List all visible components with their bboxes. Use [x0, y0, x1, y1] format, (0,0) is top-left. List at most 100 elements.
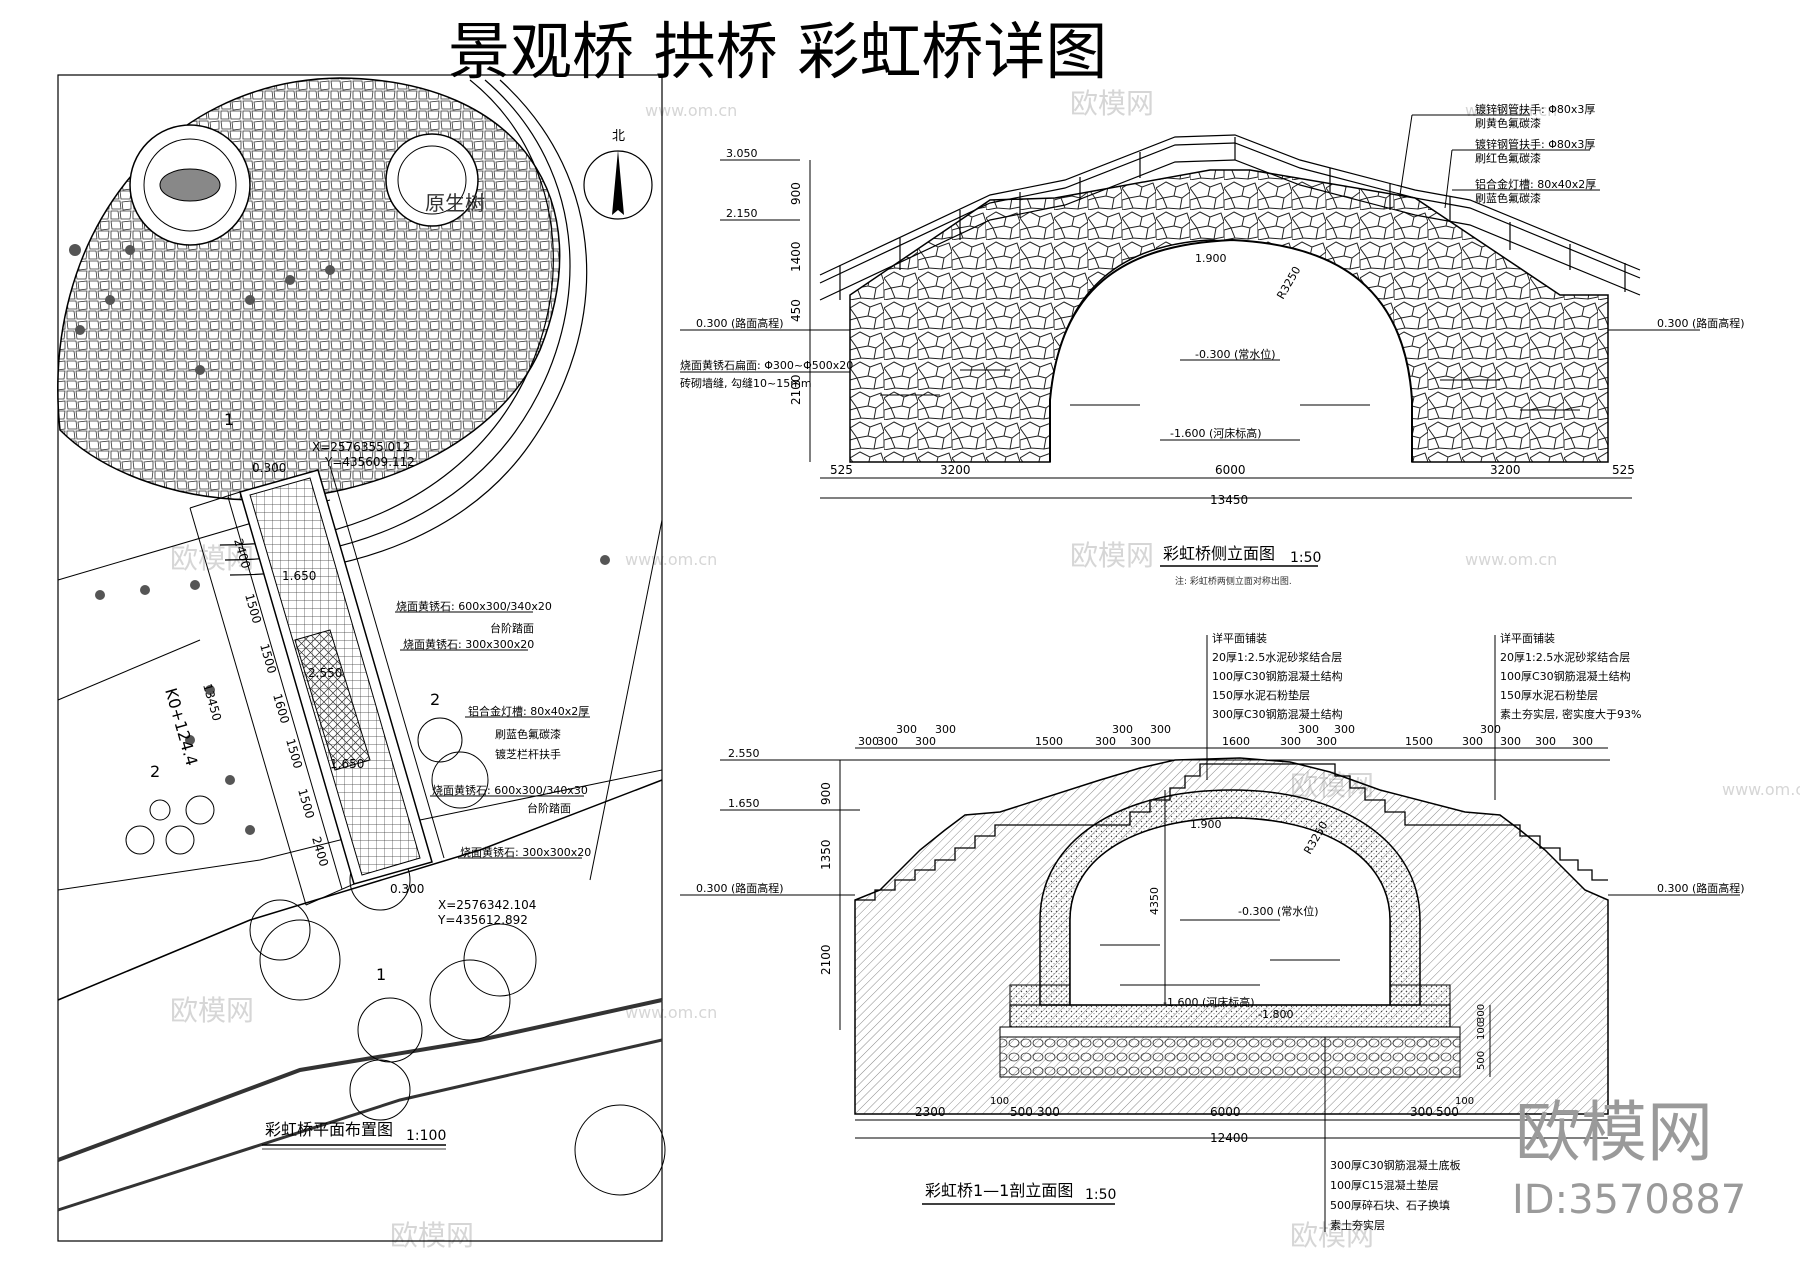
- drawing-label: 300: [896, 723, 917, 736]
- drawing-label: 500厚碎石块、石子换填: [1330, 1198, 1450, 1212]
- tree-label: 原生树: [425, 191, 485, 215]
- drawing-label: 4350: [1148, 887, 1161, 915]
- drawing-label: 刷蓝色氟碳漆: [495, 727, 561, 741]
- drawing-label: 1500: [1035, 735, 1063, 748]
- drawing-label: 素土夯实层: [1330, 1218, 1385, 1232]
- drawing-label: 刷蓝色氟碳漆: [1475, 191, 1541, 205]
- drawing-label: 砖砌墙缝, 勾缝10~15mm: [680, 376, 812, 390]
- drawing-label: 300: [1410, 1105, 1433, 1119]
- elevation-note: 注: 彩虹桥两侧立面对称出图.: [1175, 575, 1292, 587]
- drawing-label: 1600: [1222, 735, 1250, 748]
- drawing-label: 300: [1535, 735, 1556, 748]
- drawing-label: 镀锌钢管扶手: Φ80x3厚: [1475, 137, 1595, 151]
- arch-opening: [1049, 238, 1413, 462]
- drawing-label: 300: [1298, 723, 1319, 736]
- drawing-label: 1350: [819, 839, 833, 870]
- watermark-logo: 欧模网: [1515, 1094, 1713, 1171]
- drawing-label: 1.650: [728, 797, 760, 810]
- drawing-label: 300: [1095, 735, 1116, 748]
- drawing-label: 100厚C15混凝土垫层: [1330, 1178, 1439, 1192]
- coord-top-y: Y=435609.112: [324, 455, 415, 469]
- watermark-site: www.om.cn: [645, 101, 737, 120]
- footing-right: [1389, 984, 1451, 1006]
- watermark-id: ID:3570887: [1512, 1177, 1746, 1223]
- plant-dots: [69, 244, 610, 835]
- stair-profile: [855, 763, 1608, 901]
- section-right-vert: 300 100 500: [1476, 1004, 1491, 1077]
- section-caption: 彩虹桥1—1剖立面图: [925, 1181, 1073, 1200]
- drawing-label: 1500: [242, 592, 264, 625]
- drawing-label: 100厚C30钢筋混凝土结构: [1500, 669, 1631, 683]
- drawing-label: 烧面黄锈石扁面: Φ300~Φ500x20: [680, 358, 853, 372]
- elevation-caption: 彩虹桥侧立面图: [1163, 544, 1275, 563]
- plan-level: 2.550: [308, 666, 342, 680]
- drawing-label: 300: [1572, 735, 1593, 748]
- footing-left: [1009, 984, 1071, 1006]
- section-levels: 2.550 1.650 0.300 (路面高程) 0.300 (路面高程) 1.…: [680, 747, 1745, 1021]
- drawing-label: 详平面铺装: [1212, 631, 1267, 645]
- section-vert-dims: 900 1350 2100: [819, 760, 841, 1030]
- drawing-label: 0.300 (路面高程): [1657, 316, 1745, 330]
- drawing-label: 镀锌钢管扶手: Φ80x3厚: [1475, 102, 1595, 116]
- planter-left: [129, 124, 251, 246]
- plaza-edge-arc: [224, 79, 571, 561]
- drawing-label: -0.300 (常水位): [1238, 904, 1319, 918]
- c15-layer: [999, 1026, 1461, 1038]
- drawing-label: 500: [1010, 1105, 1033, 1119]
- north-label: 北: [612, 129, 625, 144]
- drawing-label: 900: [819, 782, 833, 805]
- drawing-label: 台阶踏面: [490, 621, 534, 635]
- watermark-brand: 欧模网: [170, 542, 254, 575]
- drawing-label: 1600: [270, 692, 292, 725]
- drawing-label: 100: [990, 1096, 1009, 1107]
- sheet-title: 景观桥 拱桥 彩虹桥详图: [448, 15, 1107, 88]
- watermark-site: www.om.cn: [1722, 780, 1800, 799]
- plan-level: 0.300: [252, 461, 286, 475]
- drawing-label: 900: [789, 182, 803, 205]
- drawing-label: 2100: [819, 944, 833, 975]
- handrail: [819, 134, 1641, 301]
- drawing-label: 烧面黄锈石: 600x300/340x20: [396, 599, 552, 613]
- section-bottom-notes: 300厚C30钢筋混凝土底板 100厚C15混凝土垫层 500厚碎石块、石子换填…: [1324, 1037, 1461, 1232]
- drawing-label: 刷黄色氟碳漆: [1475, 116, 1541, 130]
- section-view: 2.550 1.650 0.300 (路面高程) 0.300 (路面高程) 1.…: [680, 631, 1745, 1232]
- drawing-label: 铝合金灯槽: 80x40x2厚: [468, 704, 589, 718]
- drawing-label: 20厚1:2.5水泥砂浆结合层: [1212, 650, 1342, 664]
- elev-vert-dims: 900 1400 450 2100: [789, 160, 811, 462]
- drawing-label: 300: [1500, 735, 1521, 748]
- drawing-label: 2100: [789, 374, 803, 405]
- station-label: K0+124.4: [161, 686, 201, 768]
- section-mark: 2: [150, 762, 160, 781]
- drawing-label: 2.150: [726, 207, 758, 220]
- drawing-label: -1.600 (河床标高): [1163, 995, 1255, 1009]
- drawing-label: 300: [1476, 1004, 1487, 1023]
- drawing-label: 100: [1455, 1096, 1474, 1107]
- watermark-brand: 欧模网: [1290, 1219, 1374, 1252]
- drawing-label: 1.900: [1190, 818, 1222, 831]
- plan-level: 1.650: [330, 757, 364, 771]
- drawing-label: 20厚1:2.5水泥砂浆结合层: [1500, 650, 1630, 664]
- drawing-label: 1500: [283, 737, 305, 770]
- drawing-label: 1500: [1405, 735, 1433, 748]
- plan-frame: [57, 74, 663, 1242]
- coord-top-x: X=2576355.012: [312, 440, 410, 454]
- section-mark: 1: [224, 410, 234, 429]
- drawing-label: 300: [1316, 735, 1337, 748]
- drawing-label: 300: [877, 735, 898, 748]
- drawing-label: 300: [1334, 723, 1355, 736]
- drawing-label: 0.300 (路面高程): [696, 316, 784, 330]
- section-mark: 2: [430, 690, 440, 709]
- plan-level: 1.650: [282, 569, 316, 583]
- drawing-label: 2.550: [728, 747, 760, 760]
- elevation-scale: 1:50: [1290, 550, 1321, 566]
- drawing-label: 素土夯实层, 密实度大于93%: [1500, 707, 1641, 721]
- drawing-label: -0.300 (常水位): [1195, 347, 1276, 361]
- drawing-label: 300: [1480, 723, 1501, 736]
- drawing-label: 300: [1130, 735, 1151, 748]
- watermark-site: www.om.cn: [625, 1003, 717, 1022]
- section-bottom-dims: 2300 100 500 300 6000 300 500 100 12400: [855, 1096, 1608, 1145]
- drawing-label: 0.300 (路面高程): [1657, 881, 1745, 895]
- drawing-label: 300厚C30钢筋混凝土底板: [1330, 1158, 1461, 1172]
- section-step-dims: 300 300 300 300 300 1500 300 300 300 300…: [855, 723, 1608, 749]
- drawing-label: 300: [1037, 1105, 1060, 1119]
